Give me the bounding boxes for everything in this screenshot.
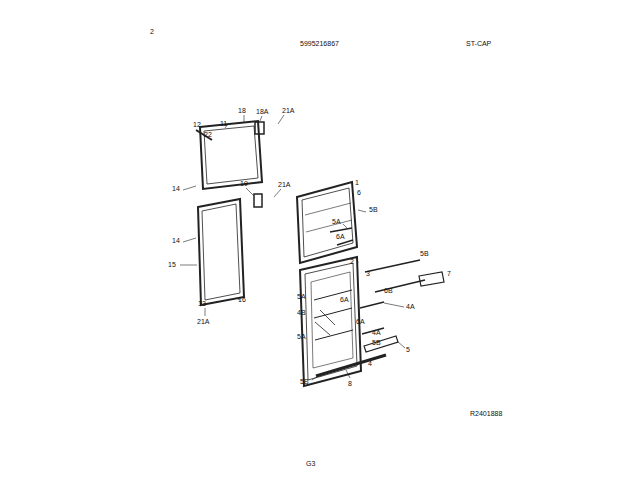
callout-number: 5A <box>332 218 341 226</box>
callout-number: 6A <box>340 296 349 304</box>
callout-number: 6B <box>384 287 393 295</box>
callout-number: 5A <box>297 333 306 341</box>
page-header-text: G3 <box>306 460 315 468</box>
callout-number: 5B <box>300 378 309 386</box>
callout-number: 15 <box>168 261 176 269</box>
page-header-text: 5995216867 <box>300 40 339 48</box>
callout-number: 1 <box>355 179 359 187</box>
callout-number: 22 <box>204 131 212 139</box>
callout-number: 5 <box>406 346 410 354</box>
callout-number: 4A <box>372 329 381 337</box>
page-header-text: ST-CAP <box>466 40 491 48</box>
callout-number: 2 <box>350 258 354 266</box>
callout-number: 5B <box>369 206 378 214</box>
callout-number: 11 <box>220 120 227 128</box>
callout-number: 4B <box>297 309 306 317</box>
callout-number: 13 <box>198 300 206 308</box>
page-header-text: R2401888 <box>470 410 502 418</box>
callout-number: 4A <box>406 303 415 311</box>
callout-number: 7 <box>447 270 451 278</box>
callout-number: 5B <box>420 250 429 258</box>
callout-number: 3 <box>366 270 370 278</box>
callout-number: 21A <box>197 318 209 326</box>
callout-number: 18A <box>256 108 268 116</box>
callout-number: 4 <box>368 360 372 368</box>
callout-number: 14 <box>172 237 180 245</box>
callout-number: 6A <box>356 318 365 326</box>
callout-number: 8 <box>348 380 352 388</box>
callout-number: 6 <box>357 189 361 197</box>
callout-number: 21A <box>278 181 290 189</box>
callout-number: 16 <box>238 296 246 304</box>
callout-number: 19 <box>240 180 248 188</box>
callout-number: 14 <box>172 185 180 193</box>
callout-number: 5B <box>372 339 381 347</box>
callout-number: 18 <box>238 107 246 115</box>
callout-number: 6A <box>336 233 345 241</box>
callout-number: 12 <box>193 121 201 129</box>
page-header-text: 2 <box>150 28 154 36</box>
callout-number: 5A <box>297 293 306 301</box>
callout-number: 21A <box>282 107 294 115</box>
